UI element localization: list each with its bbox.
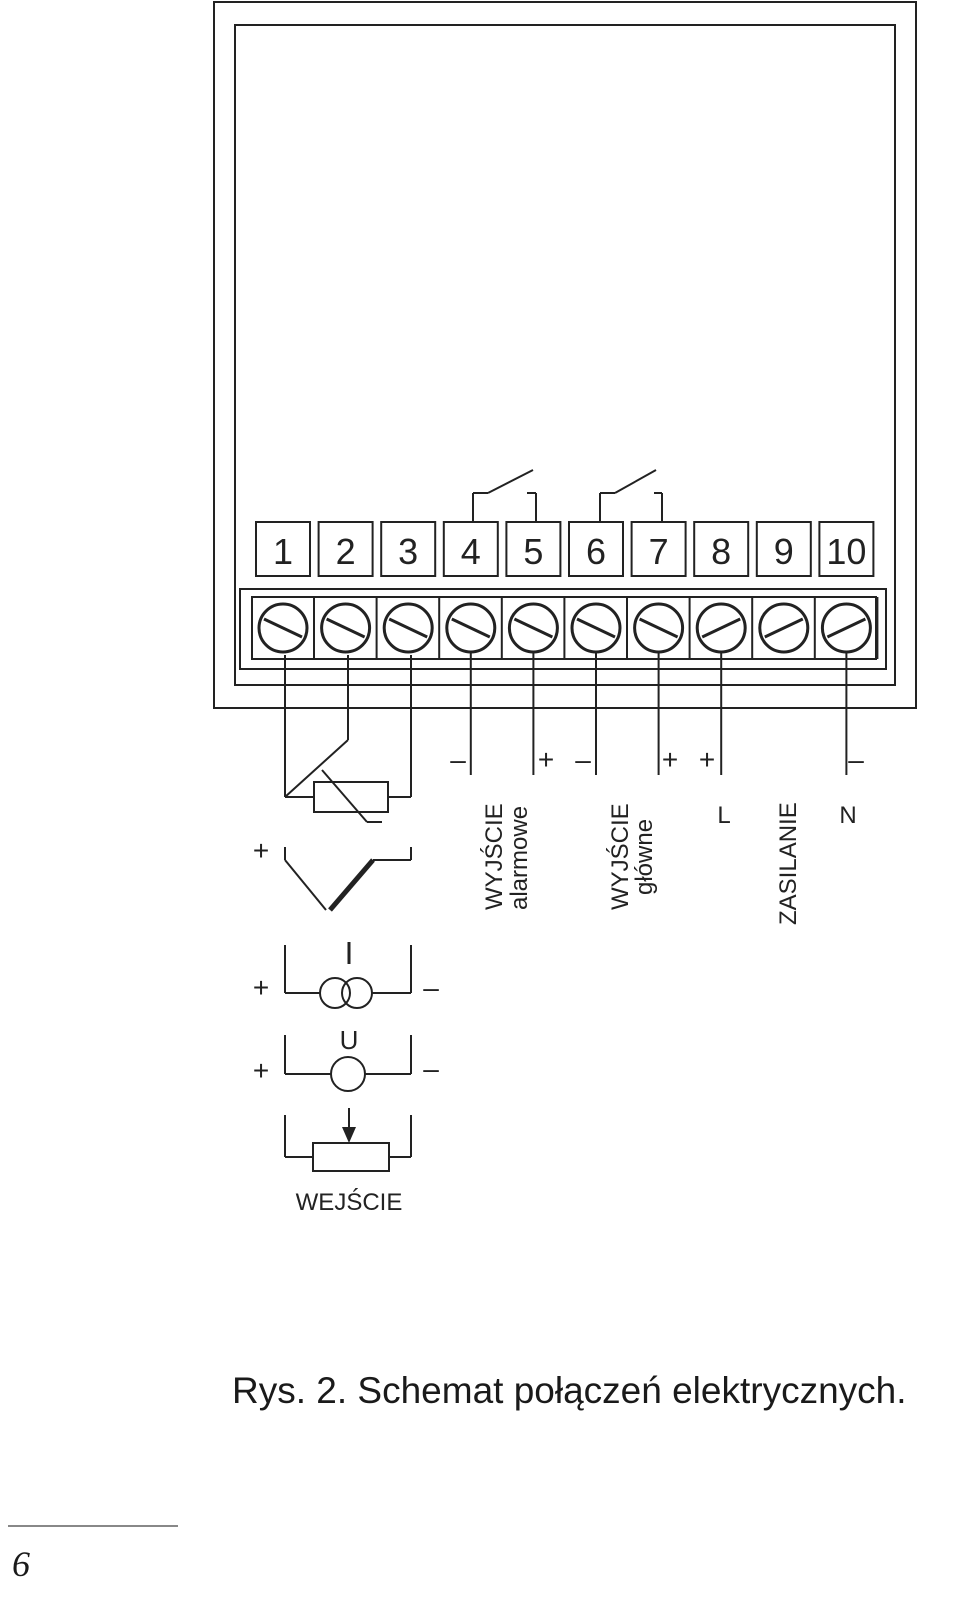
terminal-box-3	[380, 521, 437, 577]
terminal-screw-slot-1	[263, 617, 303, 639]
terminal-number-2: 2	[336, 531, 356, 572]
polarity-t7: +	[662, 744, 678, 775]
potentiometer-input	[284, 1108, 412, 1172]
thermocouple-input	[284, 847, 412, 912]
terminal-screw-3	[382, 602, 434, 654]
current-source-input	[284, 945, 412, 1009]
terminal-screw-slot-7	[638, 617, 679, 639]
voltage-source-input	[284, 1035, 412, 1092]
terminal-number-3: 3	[398, 531, 418, 572]
terminal-box-5	[505, 521, 562, 577]
power-neutral-label: N	[839, 802, 856, 829]
current-minus: –	[423, 972, 439, 1003]
main-output-label: WYJŚCIE	[606, 803, 634, 910]
terminal-number-9: 9	[774, 531, 794, 572]
polarity-t4: –	[450, 744, 466, 775]
terminal-screw-slot-5	[513, 617, 554, 639]
thermocouple-plus: +	[253, 835, 269, 866]
terminal-box-6	[568, 521, 624, 577]
terminal-number-10: 10	[826, 531, 866, 572]
alarm-output-label: WYJŚCIE	[480, 803, 508, 910]
power-line-label: L	[717, 802, 730, 829]
terminal-screw-slot-3	[388, 617, 428, 639]
voltage-plus: +	[253, 1055, 269, 1086]
terminal-number-4: 4	[461, 531, 481, 572]
main-relay-contact	[599, 469, 663, 521]
page-number: 6	[12, 1544, 30, 1584]
terminal-box-8	[693, 521, 750, 577]
alarm-relay-contact	[472, 469, 537, 521]
input-label: WEJŚCIE	[296, 1188, 403, 1216]
terminal-block: 1 2 3 4 5 6 7 8 9 10	[255, 521, 879, 775]
polarity-t6: –	[575, 744, 591, 775]
figure-caption: Rys. 2. Schemat połączeń elektrycznych.	[232, 1370, 907, 1411]
terminal-number-8: 8	[711, 531, 731, 572]
terminal-screw-slot-2	[325, 617, 366, 639]
terminal-screw-slot-6	[576, 617, 616, 639]
device-housing-inner	[234, 24, 896, 686]
terminal-number-7: 7	[649, 531, 669, 572]
polarity-t10: –	[848, 744, 864, 775]
terminal-screw-slot-10	[826, 617, 867, 639]
terminal-box-10	[818, 521, 875, 577]
terminal-number-6: 6	[586, 531, 606, 572]
device-housing-outer	[213, 1, 917, 709]
terminal-box-1	[255, 521, 311, 577]
voltage-symbol: U	[340, 1025, 359, 1055]
terminal-screw-slot-8	[701, 617, 741, 639]
terminal-screw-9	[758, 602, 810, 654]
terminal-screw-1	[257, 602, 309, 654]
current-plus: +	[253, 972, 269, 1003]
terminal-screw-slot-4	[451, 617, 491, 639]
alarm-output-sublabel: alarmowe	[506, 806, 533, 910]
rtd-input	[284, 655, 412, 823]
terminal-box-4	[442, 521, 499, 577]
footer-rule	[8, 1525, 178, 1527]
main-output-sublabel: główne	[631, 819, 658, 895]
terminal-box-7	[630, 521, 687, 577]
power-label: ZASILANIE	[775, 802, 802, 925]
potentiometer-wiper-arrow	[342, 1127, 356, 1143]
polarity-t5: +	[538, 744, 554, 775]
terminal-number-5: 5	[523, 531, 543, 572]
terminal-box-2	[317, 521, 374, 577]
polarity-t8: +	[699, 744, 715, 775]
terminal-strip-outer	[239, 588, 887, 670]
terminal-number-1: 1	[273, 531, 293, 572]
terminal-box-9	[755, 521, 812, 577]
voltage-minus: –	[423, 1053, 439, 1084]
terminal-screw-slot-9	[764, 617, 804, 639]
terminal-screw-2	[320, 602, 372, 654]
